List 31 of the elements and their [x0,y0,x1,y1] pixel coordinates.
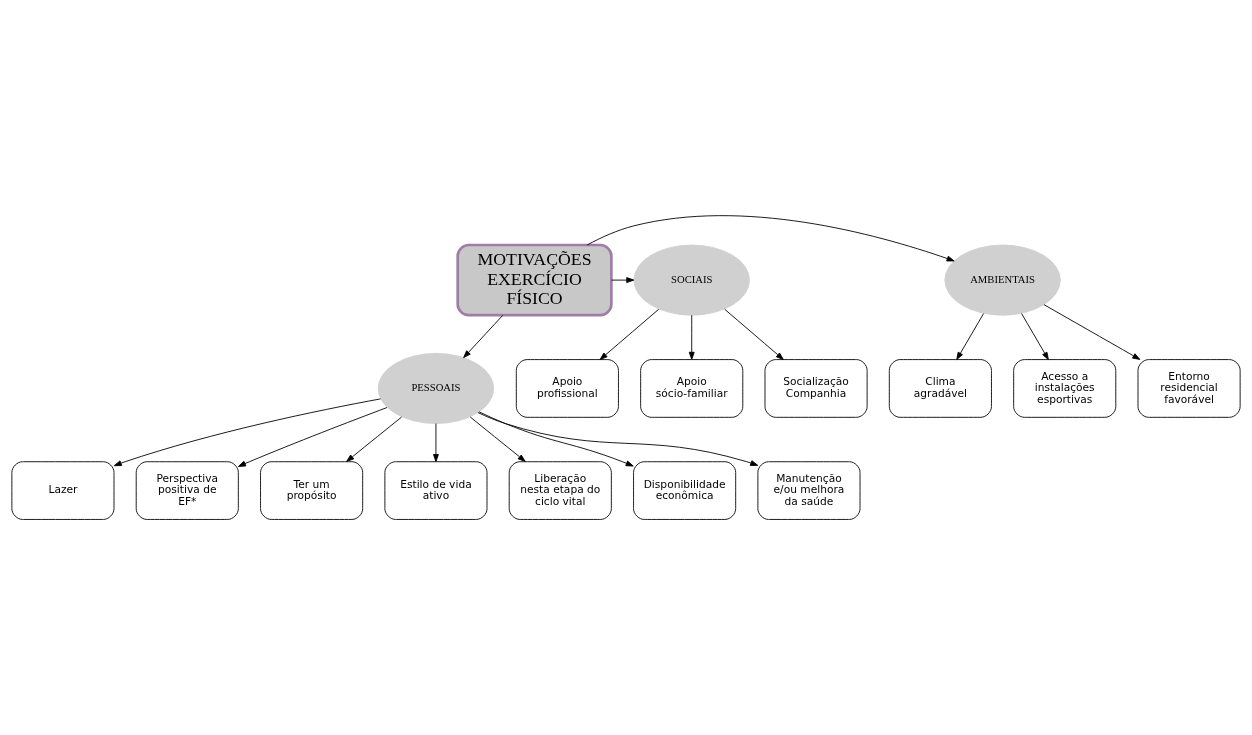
node-box: MOTIVAÇÕES EXERCÍCIO FÍSICO [456,243,613,317]
node-box: Estilo de vida ativo [384,461,488,520]
node-box: Disponibilidade econômica [633,461,737,520]
node-box: Ter um propósito [260,461,364,520]
node-box: Apoio sócio-familiar [640,359,744,418]
arrow [1043,304,1141,360]
arrow [599,308,660,360]
node-box: Clima agradável [888,359,992,418]
arrow [477,412,759,466]
arrow [113,398,382,467]
arrow [478,411,634,467]
arrow [956,313,984,360]
arrow [433,423,439,463]
node-box: Lazer [11,461,115,520]
node-box: Manutenção e/ou melhora da saúde [757,461,861,520]
arrow [463,314,504,359]
arrow [1021,313,1049,360]
arrow [724,308,784,360]
arrow [586,215,955,262]
node-ellipse: SOCIAIS [633,244,750,316]
arrow [611,277,635,284]
arrow [688,314,695,360]
node-box: Perspectiva positiva de EF* [135,461,239,520]
arrow [469,416,526,462]
arrow [346,416,403,462]
node-box: Apoio profissional [515,359,619,418]
node-box: Entorno residencial favorável [1137,359,1241,418]
node-box: Acesso a instalações esportivas [1013,359,1117,418]
node-box: Socialização Companhia [764,359,868,418]
node-box: Liberação nesta etapa do ciclo vital [508,461,612,520]
arrow [237,407,388,467]
